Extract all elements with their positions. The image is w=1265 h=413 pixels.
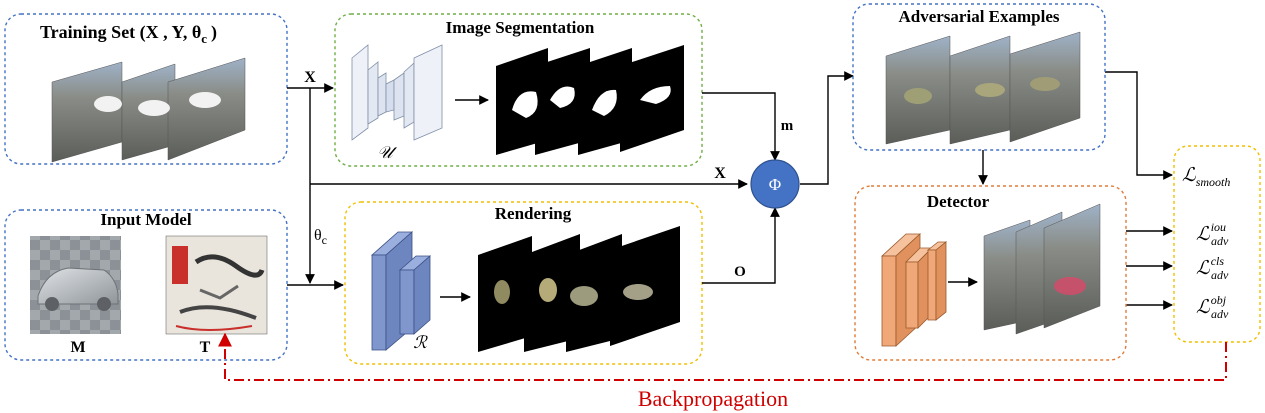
rendering-network bbox=[370, 231, 432, 351]
training-set-panel: Training Set (X , Y, θc) bbox=[4, 13, 288, 165]
backprop-label: Backpropagation bbox=[638, 386, 788, 411]
input-model-panel: Input Model M T bbox=[4, 209, 288, 361]
texture-stroke-3 bbox=[199, 284, 239, 300]
phi-symbol: Φ bbox=[769, 175, 781, 194]
loss-border bbox=[1173, 145, 1261, 343]
det-car-detection bbox=[1054, 277, 1086, 295]
phi-circle bbox=[750, 159, 800, 209]
label-x-mid: X bbox=[714, 165, 726, 182]
mask-stack bbox=[496, 45, 684, 155]
det-net-3-side bbox=[935, 241, 947, 321]
car-mesh-wheel-front bbox=[45, 297, 59, 311]
label-m: M bbox=[70, 339, 85, 356]
car-white-2 bbox=[138, 100, 170, 116]
mask-shape-4 bbox=[640, 86, 671, 104]
render-stack bbox=[478, 226, 680, 352]
adv-car-3 bbox=[1030, 77, 1060, 91]
car-white-1 bbox=[94, 96, 122, 112]
label-o-render: O bbox=[734, 264, 746, 280]
segmentation-title: Image Segmentation bbox=[446, 18, 595, 37]
det-net-3-front bbox=[927, 249, 937, 321]
adversarial-border bbox=[852, 3, 1106, 151]
car-mesh-wheel-rear bbox=[97, 297, 111, 311]
training-image-1 bbox=[51, 61, 123, 163]
flow-connections bbox=[287, 71, 1173, 310]
arrow-o-to-phi bbox=[702, 207, 780, 284]
input-model-border bbox=[4, 209, 288, 361]
det-net-front bbox=[881, 255, 897, 347]
backprop-arrow bbox=[218, 332, 1227, 381]
render-car-3 bbox=[570, 286, 598, 306]
adv-car-1 bbox=[904, 88, 932, 104]
rendering-panel: Rendering ℛ bbox=[344, 201, 703, 365]
phi-node: Φ bbox=[750, 159, 800, 209]
arrow-m-to-phi bbox=[702, 92, 780, 161]
mask-shape-1 bbox=[512, 91, 538, 118]
adversarial-panel: Adversarial Examples bbox=[852, 3, 1106, 151]
texture-stroke-4 bbox=[175, 325, 253, 331]
texture-red-patch bbox=[172, 246, 188, 284]
training-images bbox=[51, 57, 246, 163]
seg-layer-6 bbox=[403, 62, 415, 129]
training-image-3 bbox=[167, 57, 246, 161]
render-net-2-front bbox=[399, 269, 415, 335]
mask-shape-2 bbox=[550, 86, 575, 108]
render-car-1 bbox=[494, 280, 510, 304]
loss-smooth: ℒsmooth bbox=[1182, 165, 1230, 189]
texture-stroke-1 bbox=[194, 254, 265, 278]
input-model-title: Input Model bbox=[100, 210, 191, 229]
car-white-3 bbox=[189, 92, 221, 108]
adversarial-title: Adversarial Examples bbox=[898, 7, 1059, 26]
render-car-2 bbox=[539, 278, 557, 302]
mask-shape-3 bbox=[592, 89, 617, 116]
rendering-net-label: ℛ bbox=[413, 333, 428, 352]
detector-panel: Detector bbox=[854, 185, 1127, 361]
label-t: T bbox=[200, 339, 211, 356]
render-car-4 bbox=[623, 284, 653, 300]
segmentation-panel: Image Segmentation 𝒰 bbox=[334, 13, 703, 167]
seg-layer-2 bbox=[367, 61, 379, 125]
det-net-2-front bbox=[905, 261, 919, 329]
texture-stroke-2 bbox=[179, 305, 257, 320]
training-set-title: Training Set (X , Y, θc) bbox=[40, 22, 217, 46]
segmentation-network bbox=[351, 44, 443, 141]
segmentation-net-label: 𝒰 bbox=[377, 143, 397, 162]
rendering-title: Rendering bbox=[495, 204, 572, 223]
seg-layer-3 bbox=[377, 72, 387, 117]
backpropagation-path: Backpropagation bbox=[218, 332, 1227, 411]
seg-layer-1 bbox=[351, 44, 369, 141]
segmentation-border bbox=[334, 13, 703, 167]
seg-layer-7 bbox=[413, 44, 443, 141]
render-net-2-side bbox=[413, 255, 431, 335]
arrow-adversarial-to-smooth bbox=[1105, 71, 1173, 180]
adv-car-2 bbox=[975, 83, 1005, 97]
arrow-phi-to-adversarial bbox=[800, 71, 854, 185]
label-theta: θc bbox=[314, 227, 327, 247]
seg-layer-5 bbox=[393, 72, 405, 121]
training-set-border bbox=[4, 13, 288, 165]
detector-title: Detector bbox=[927, 192, 990, 211]
detector-network bbox=[880, 233, 948, 347]
label-m-mask: m bbox=[781, 118, 794, 134]
car-mesh-shape bbox=[37, 267, 119, 305]
label-x-top: X bbox=[304, 69, 316, 86]
render-net-front bbox=[371, 254, 387, 351]
det-image-3 bbox=[1043, 203, 1101, 329]
seg-layer-4 bbox=[385, 79, 395, 113]
